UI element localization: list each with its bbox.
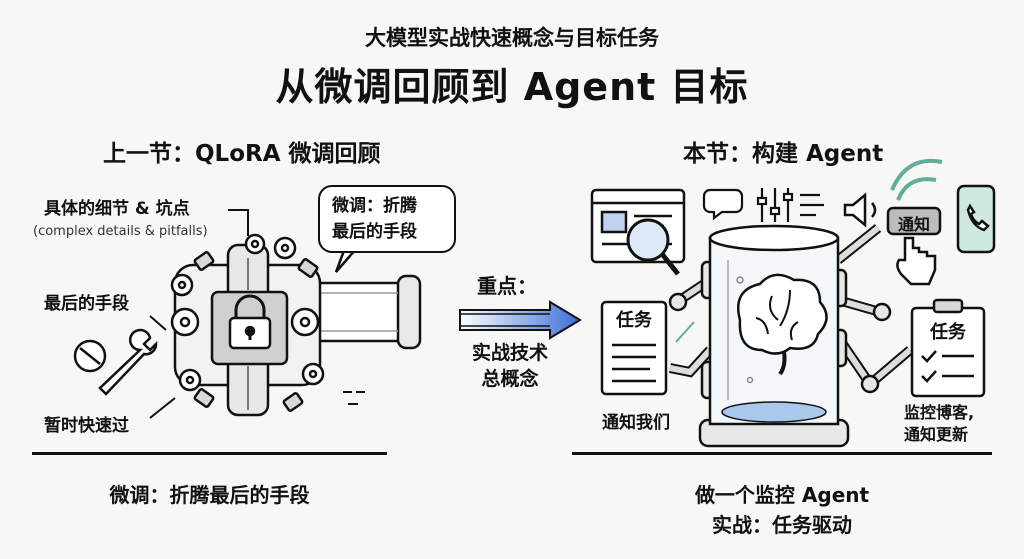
focus-line-2: 总概念 (481, 368, 539, 390)
monitor-line-1: 监控博客, (904, 403, 975, 422)
task-card-right-title: 任务 (930, 322, 966, 343)
bubble-line-1: 微调：折腾 (332, 196, 417, 216)
speaker-icon (843, 192, 877, 228)
right-footer: 做一个监控 Agent 实战：任务驱动 (572, 480, 992, 540)
bolt-icon (193, 251, 319, 412)
skip-quick-label: 暂时快速过 (44, 416, 129, 436)
monitor-line-2: 通知更新 (904, 425, 969, 444)
last-resort-label: 最后的手段 (44, 294, 129, 314)
left-section-title: 上一节：QLoRA 微调回顾 (103, 141, 381, 167)
signal-icon (890, 158, 943, 201)
key-label: 重点： (477, 274, 537, 298)
machine-body-icon (173, 243, 322, 417)
detail-sub-label: (complex details & pitfalls) (33, 224, 208, 239)
brain-icon (737, 273, 828, 376)
detail-label: 具体的细节 & 坑点 (44, 199, 190, 219)
focus-label: 实战技术 总概念 (455, 340, 565, 392)
phone-icon (956, 184, 996, 254)
task-card-left (600, 300, 695, 396)
right-divider (572, 452, 992, 455)
arrow-icon (459, 300, 582, 340)
monitor-label: 监控博客, 通知更新 (904, 402, 974, 446)
notify-us-label: 通知我们 (602, 413, 670, 433)
left-footer: 微调：折腾最后的手段 (109, 483, 310, 507)
wrench-icon (98, 328, 158, 396)
task-card-left-title: 任务 (616, 310, 652, 331)
notify-chip-label: 通知 (897, 215, 930, 234)
right-footer-line-2: 实战：任务驱动 (712, 513, 852, 537)
slider-icon (756, 188, 794, 222)
right-footer-line-1: 做一个监控 Agent (694, 483, 870, 507)
speech-bubble: 微调：折腾 最后的手段 (318, 185, 456, 253)
pointing-hand-icon (896, 236, 937, 286)
text-lines-icon (800, 193, 824, 217)
notify-chip (886, 206, 942, 236)
clipboard-icon (910, 298, 986, 398)
gear-icon (170, 233, 325, 392)
stop-icon (73, 339, 107, 373)
left-divider (32, 452, 387, 455)
focus-line-1: 实战技术 (471, 342, 548, 364)
chat-icon (702, 188, 744, 221)
bubble-line-2: 最后的手段 (332, 222, 417, 242)
right-section-title: 本节：构建 Agent (683, 141, 884, 167)
magnifier-icon (626, 218, 680, 276)
page-title: 从微调回顾到 Agent 目标 (275, 65, 749, 109)
supertitle: 大模型实战快速概念与目标任务 (365, 26, 659, 50)
